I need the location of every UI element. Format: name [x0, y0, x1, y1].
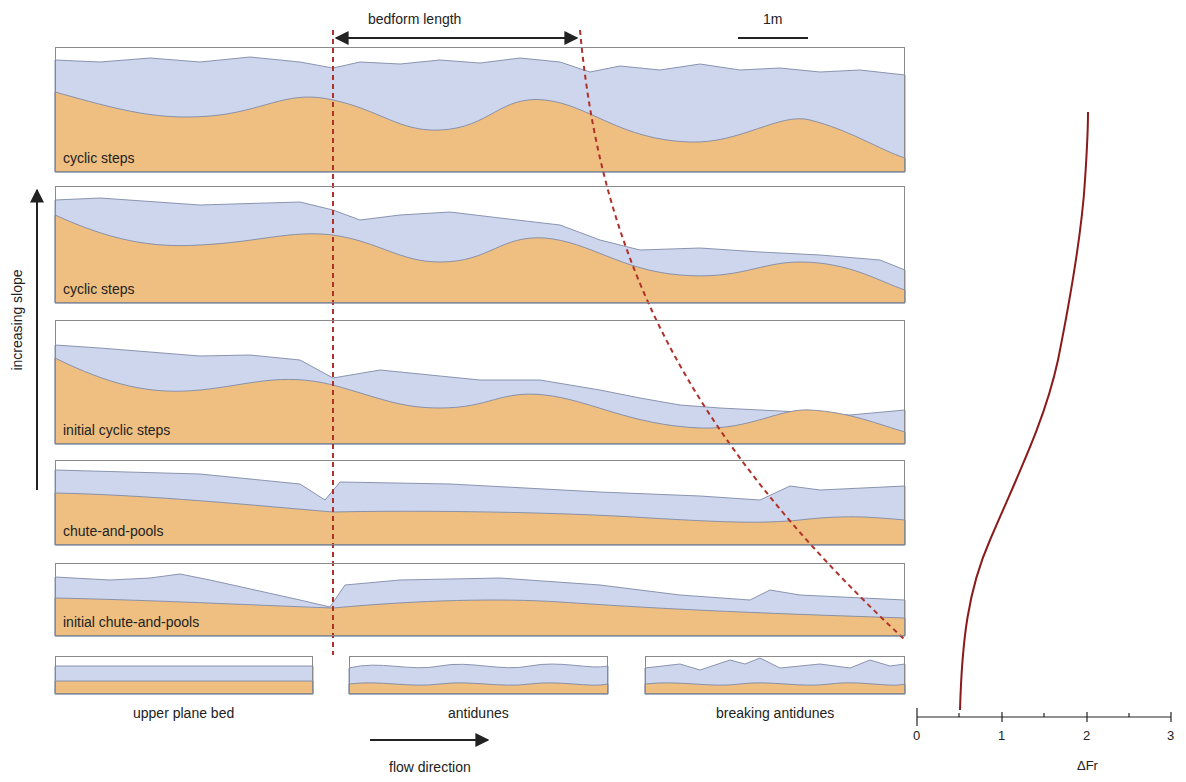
panel-label: antidunes	[448, 705, 509, 721]
dimension-label: bedform length	[368, 11, 461, 27]
panel-label: upper plane bed	[133, 705, 234, 721]
panel-label: chute-and-pools	[63, 523, 163, 539]
panel-label: initial chute-and-pools	[63, 614, 199, 630]
bedform-panel: breaking antidunes	[645, 656, 905, 694]
bedform-panel: initial cyclic steps	[55, 320, 905, 444]
axis-label: increasing slope	[9, 269, 25, 370]
panel-label: initial cyclic steps	[63, 422, 170, 438]
tick-label: 2	[1083, 728, 1090, 743]
panel-label: cyclic steps	[63, 150, 135, 166]
panel-label: breaking antidunes	[716, 705, 834, 721]
flow-label: flow direction	[389, 759, 471, 775]
bedform-panel: chute-and-pools	[55, 460, 905, 545]
bedform-panel: cyclic steps	[55, 47, 905, 172]
bedform-panel: cyclic steps	[55, 186, 905, 303]
bedform-panel: antidunes	[349, 656, 608, 694]
panel-label: cyclic steps	[63, 281, 135, 297]
tick-label: 1	[998, 728, 1005, 743]
tick-label: 0	[913, 728, 920, 743]
bedform-panel: initial chute-and-pools	[55, 563, 905, 636]
scale-label: 1m	[763, 11, 782, 27]
tick-label: 3	[1167, 728, 1174, 743]
axis-label: ΔFr	[1077, 758, 1098, 773]
bedform-panel: upper plane bed	[55, 656, 313, 694]
